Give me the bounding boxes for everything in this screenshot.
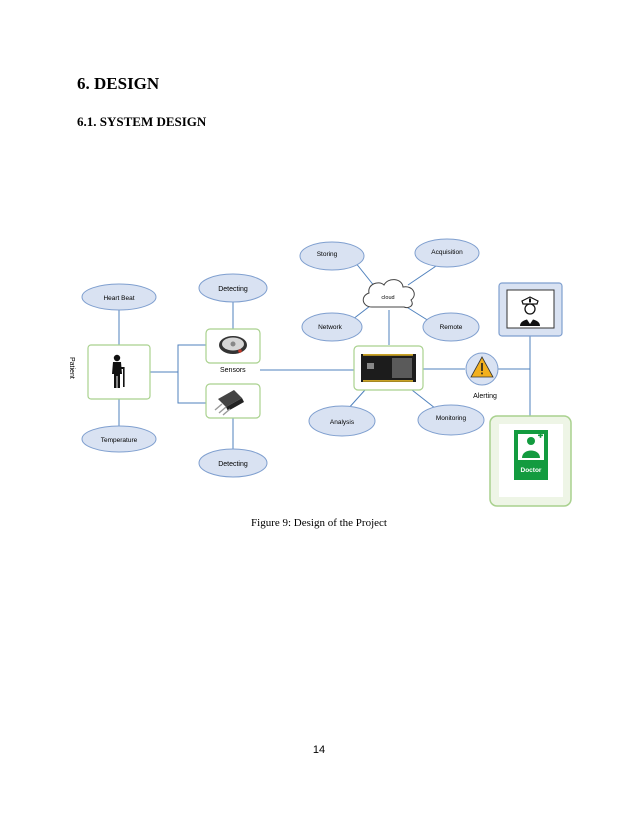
monitoring-label: Monitoring — [436, 415, 467, 422]
warning-icon — [470, 356, 494, 378]
node-doctor: Doctor — [489, 415, 572, 507]
node-heart-beat: Heart Beat — [81, 283, 157, 311]
temperature-sensor-icon — [214, 390, 244, 416]
remote-label: Remote — [440, 324, 463, 331]
node-storing: Storing — [299, 241, 365, 271]
figure-caption: Figure 9: Design of the Project — [251, 517, 387, 529]
node-temperature: Temperature — [81, 425, 157, 453]
node-microcontroller — [353, 345, 424, 391]
page-number: 14 — [312, 744, 326, 756]
cloud-icon — [362, 279, 415, 309]
cloud-label: cloud — [381, 295, 394, 301]
subsection-heading: 6.1. SYSTEM DESIGN — [77, 114, 207, 129]
node-network: Network — [301, 312, 363, 342]
temperature-label: Temperature — [101, 437, 138, 444]
node-patient: Patient — [68, 344, 151, 400]
acquisition-label: Acquisition — [431, 249, 463, 256]
node-cloud: cloud — [362, 279, 415, 309]
doctor-icon — [518, 432, 544, 460]
node-sensor-heartbeat — [205, 328, 261, 364]
sensors-label: Sensors — [220, 367, 246, 374]
patient-label: Patient — [68, 357, 75, 379]
node-monitoring: Monitoring — [417, 404, 485, 436]
node-sensor-temperature — [205, 383, 261, 419]
detecting-top-label: Detecting — [218, 286, 248, 293]
node-analysis: Analysis — [308, 405, 376, 437]
node-nurse-monitor — [498, 282, 563, 337]
patient-icon — [112, 354, 125, 388]
nurse-icon — [520, 296, 540, 326]
node-detecting-bottom: Detecting — [198, 448, 268, 478]
doctor-label: Doctor — [521, 467, 542, 474]
detecting-bottom-label: Detecting — [218, 461, 248, 468]
alerting-label: Alerting — [473, 393, 497, 400]
analysis-label: Analysis — [330, 419, 355, 426]
heart-beat-label: Heart Beat — [103, 295, 134, 302]
esp32-board-icon — [361, 354, 416, 382]
node-alerting: Alerting — [465, 352, 499, 400]
network-label: Network — [318, 324, 343, 331]
storing-label: Storing — [317, 251, 338, 258]
pulse-sensor-icon — [219, 336, 247, 354]
node-detecting-top: Detecting — [198, 273, 268, 303]
node-acquisition: Acquisition — [414, 238, 480, 268]
section-heading: 6. DESIGN — [77, 74, 160, 93]
node-remote: Remote — [422, 312, 480, 342]
